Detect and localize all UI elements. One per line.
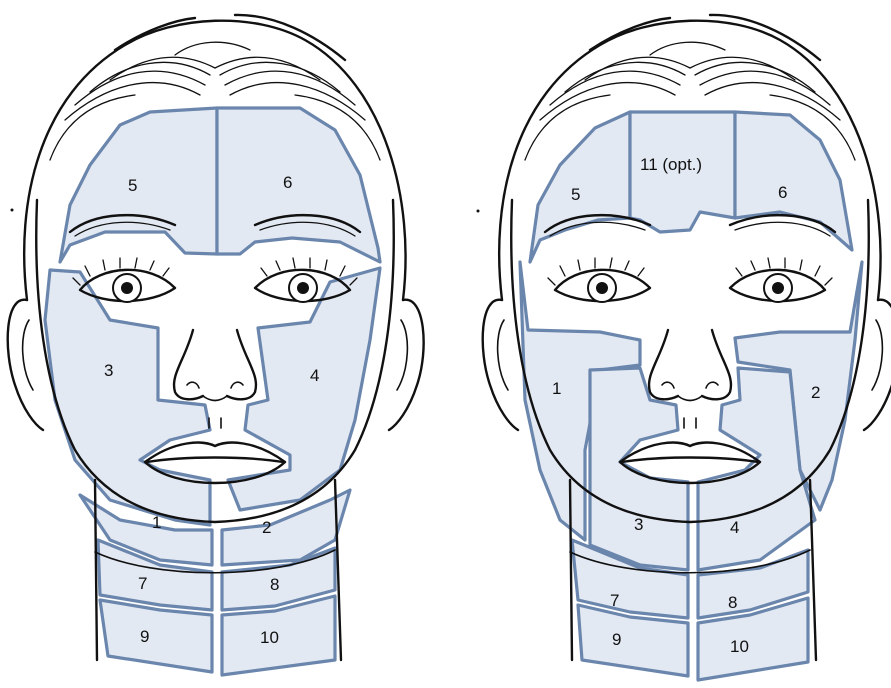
- zone-label-3: 3: [104, 361, 113, 380]
- zone-label-2: 2: [811, 383, 820, 402]
- zone-label-6: 6: [778, 183, 787, 202]
- diagram-right: 11 (opt.) 5 6 1 2 3 4 7 8 9 10: [483, 15, 891, 680]
- zone-6-right: [735, 112, 852, 250]
- zone-label-3: 3: [634, 515, 643, 534]
- zone-label-4: 4: [310, 366, 319, 385]
- zone-label-8: 8: [270, 575, 279, 594]
- stray-dot-left: [11, 209, 14, 212]
- zone-label-2: 2: [262, 518, 271, 537]
- zone-label-4: 4: [730, 518, 739, 537]
- stray-dot-right: [477, 210, 480, 213]
- zone-4-left: [228, 268, 380, 510]
- zone-9-left: [100, 600, 212, 672]
- zone-label-9: 9: [140, 627, 149, 646]
- zone-label-7: 7: [138, 574, 147, 593]
- zone-label-5: 5: [571, 185, 580, 204]
- zone-label-6: 6: [283, 173, 292, 192]
- zone-label-8: 8: [728, 593, 737, 612]
- zone-label-11: 11 (opt.): [640, 155, 702, 174]
- zone-label-1: 1: [552, 379, 561, 398]
- zone-label-9: 9: [612, 630, 621, 649]
- zone-label-5: 5: [128, 176, 137, 195]
- diagram-left: 5 6 3 4 1 2 7 8 9 10: [8, 15, 424, 675]
- zone-label-1: 1: [152, 513, 161, 532]
- zone-label-10: 10: [260, 628, 279, 647]
- zone-6-left: [217, 108, 380, 262]
- zone-label-10: 10: [730, 637, 749, 656]
- zone-3-left: [45, 270, 210, 525]
- zone-label-7: 7: [610, 591, 619, 610]
- zone-5-left: [60, 108, 217, 262]
